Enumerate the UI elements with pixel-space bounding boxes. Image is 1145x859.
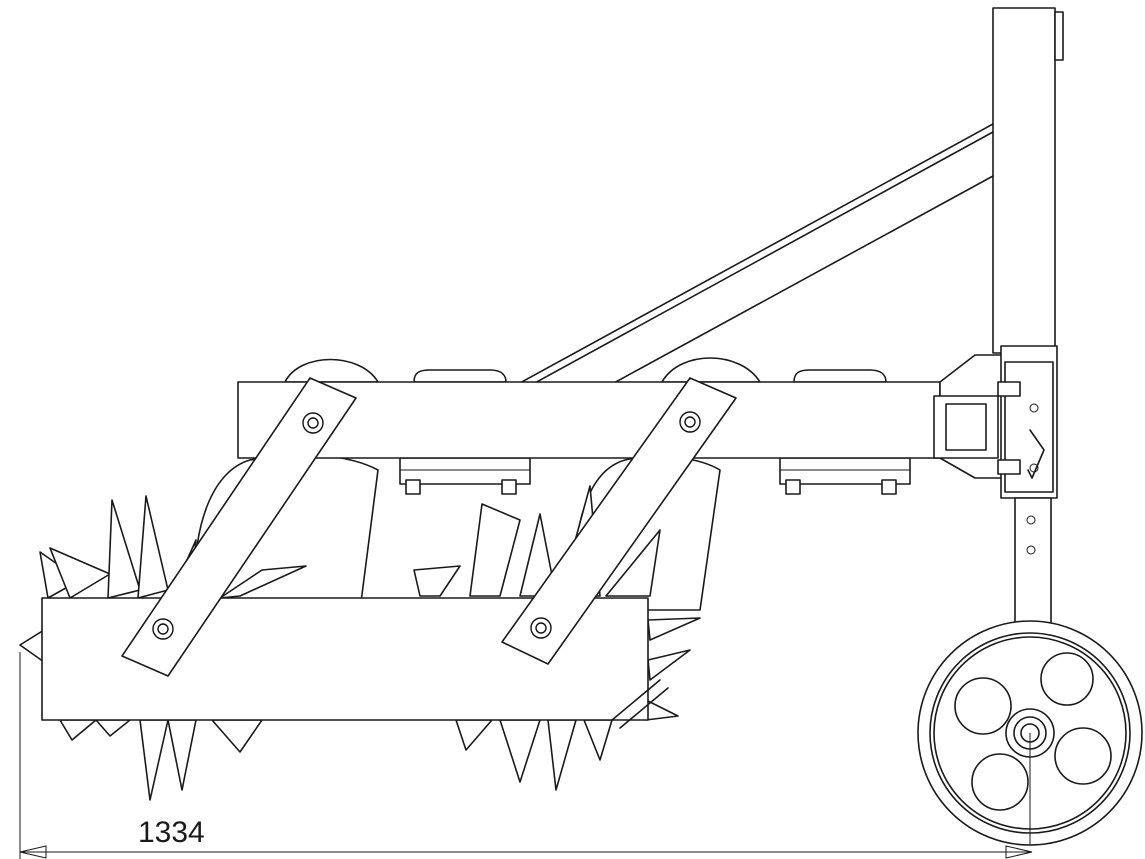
linkage-arms (121, 377, 737, 677)
bolt-right-bottom (530, 617, 552, 639)
dimension-annotation: 1334 (19, 652, 1033, 859)
beam-clamps (399, 457, 911, 495)
upper-rollers (284, 357, 887, 383)
top-beam (237, 354, 1006, 479)
bolt-left-top (302, 412, 324, 434)
diagonal-brace (517, 123, 994, 391)
vertical-mast (992, 7, 1064, 354)
dimension-value: 1334 (138, 816, 205, 849)
dimension-arrow-right (1005, 845, 1033, 859)
wheel-leg-assembly (997, 345, 1058, 633)
bolts (152, 411, 701, 640)
bolt-left-bottom (152, 618, 174, 640)
ground-wheel (917, 620, 1143, 846)
bolt-right-top (679, 411, 701, 433)
dimension-arrow-left (19, 845, 47, 859)
